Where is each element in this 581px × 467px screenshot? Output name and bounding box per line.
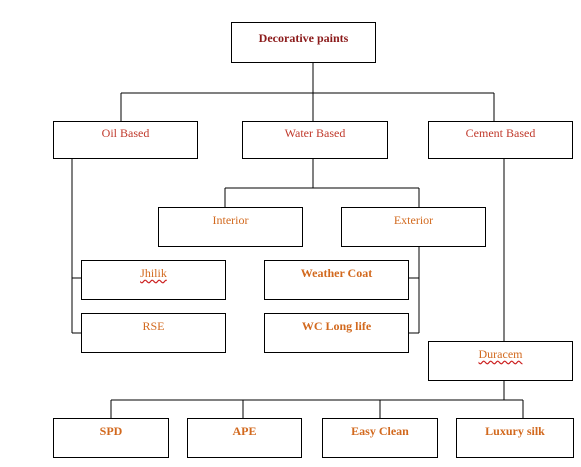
node-oil-based: Oil Based [53,121,198,159]
node-interior: Interior [158,207,303,247]
node-water-based: Water Based [242,121,388,159]
node-label: Water Based [284,126,346,140]
node-label: RSE [142,319,165,333]
node-label: WC Long life [301,319,372,333]
node-cement-based: Cement Based [428,121,573,159]
node-exterior: Exterior [341,207,486,247]
node-label: Decorative paints [258,31,349,45]
node-wc-long-life: WC Long life [264,313,409,353]
node-label: Easy Clean [351,424,409,438]
node-easy-clean: Easy Clean [322,418,438,458]
node-duracem: Duracem [428,341,573,381]
node-label: Cement Based [465,126,536,140]
node-label: Exterior [393,213,434,227]
node-label: Jhilik [140,266,167,280]
node-label: Weather Coat [300,266,373,280]
node-label: Luxury silk [485,424,545,438]
node-label: APE [232,424,257,438]
node-label: SPD [99,424,123,438]
node-weather-coat: Weather Coat [264,260,409,300]
node-luxury-silk: Luxury silk [456,418,574,458]
node-ape: APE [187,418,302,458]
node-label: Oil Based [101,126,150,140]
node-label: Duracem [478,347,523,361]
node-jhilik: Jhilik [81,260,226,300]
node-decorative-paints: Decorative paints [231,22,376,63]
node-spd: SPD [53,418,169,458]
node-label: Interior [212,213,249,227]
node-rse: RSE [81,313,226,353]
